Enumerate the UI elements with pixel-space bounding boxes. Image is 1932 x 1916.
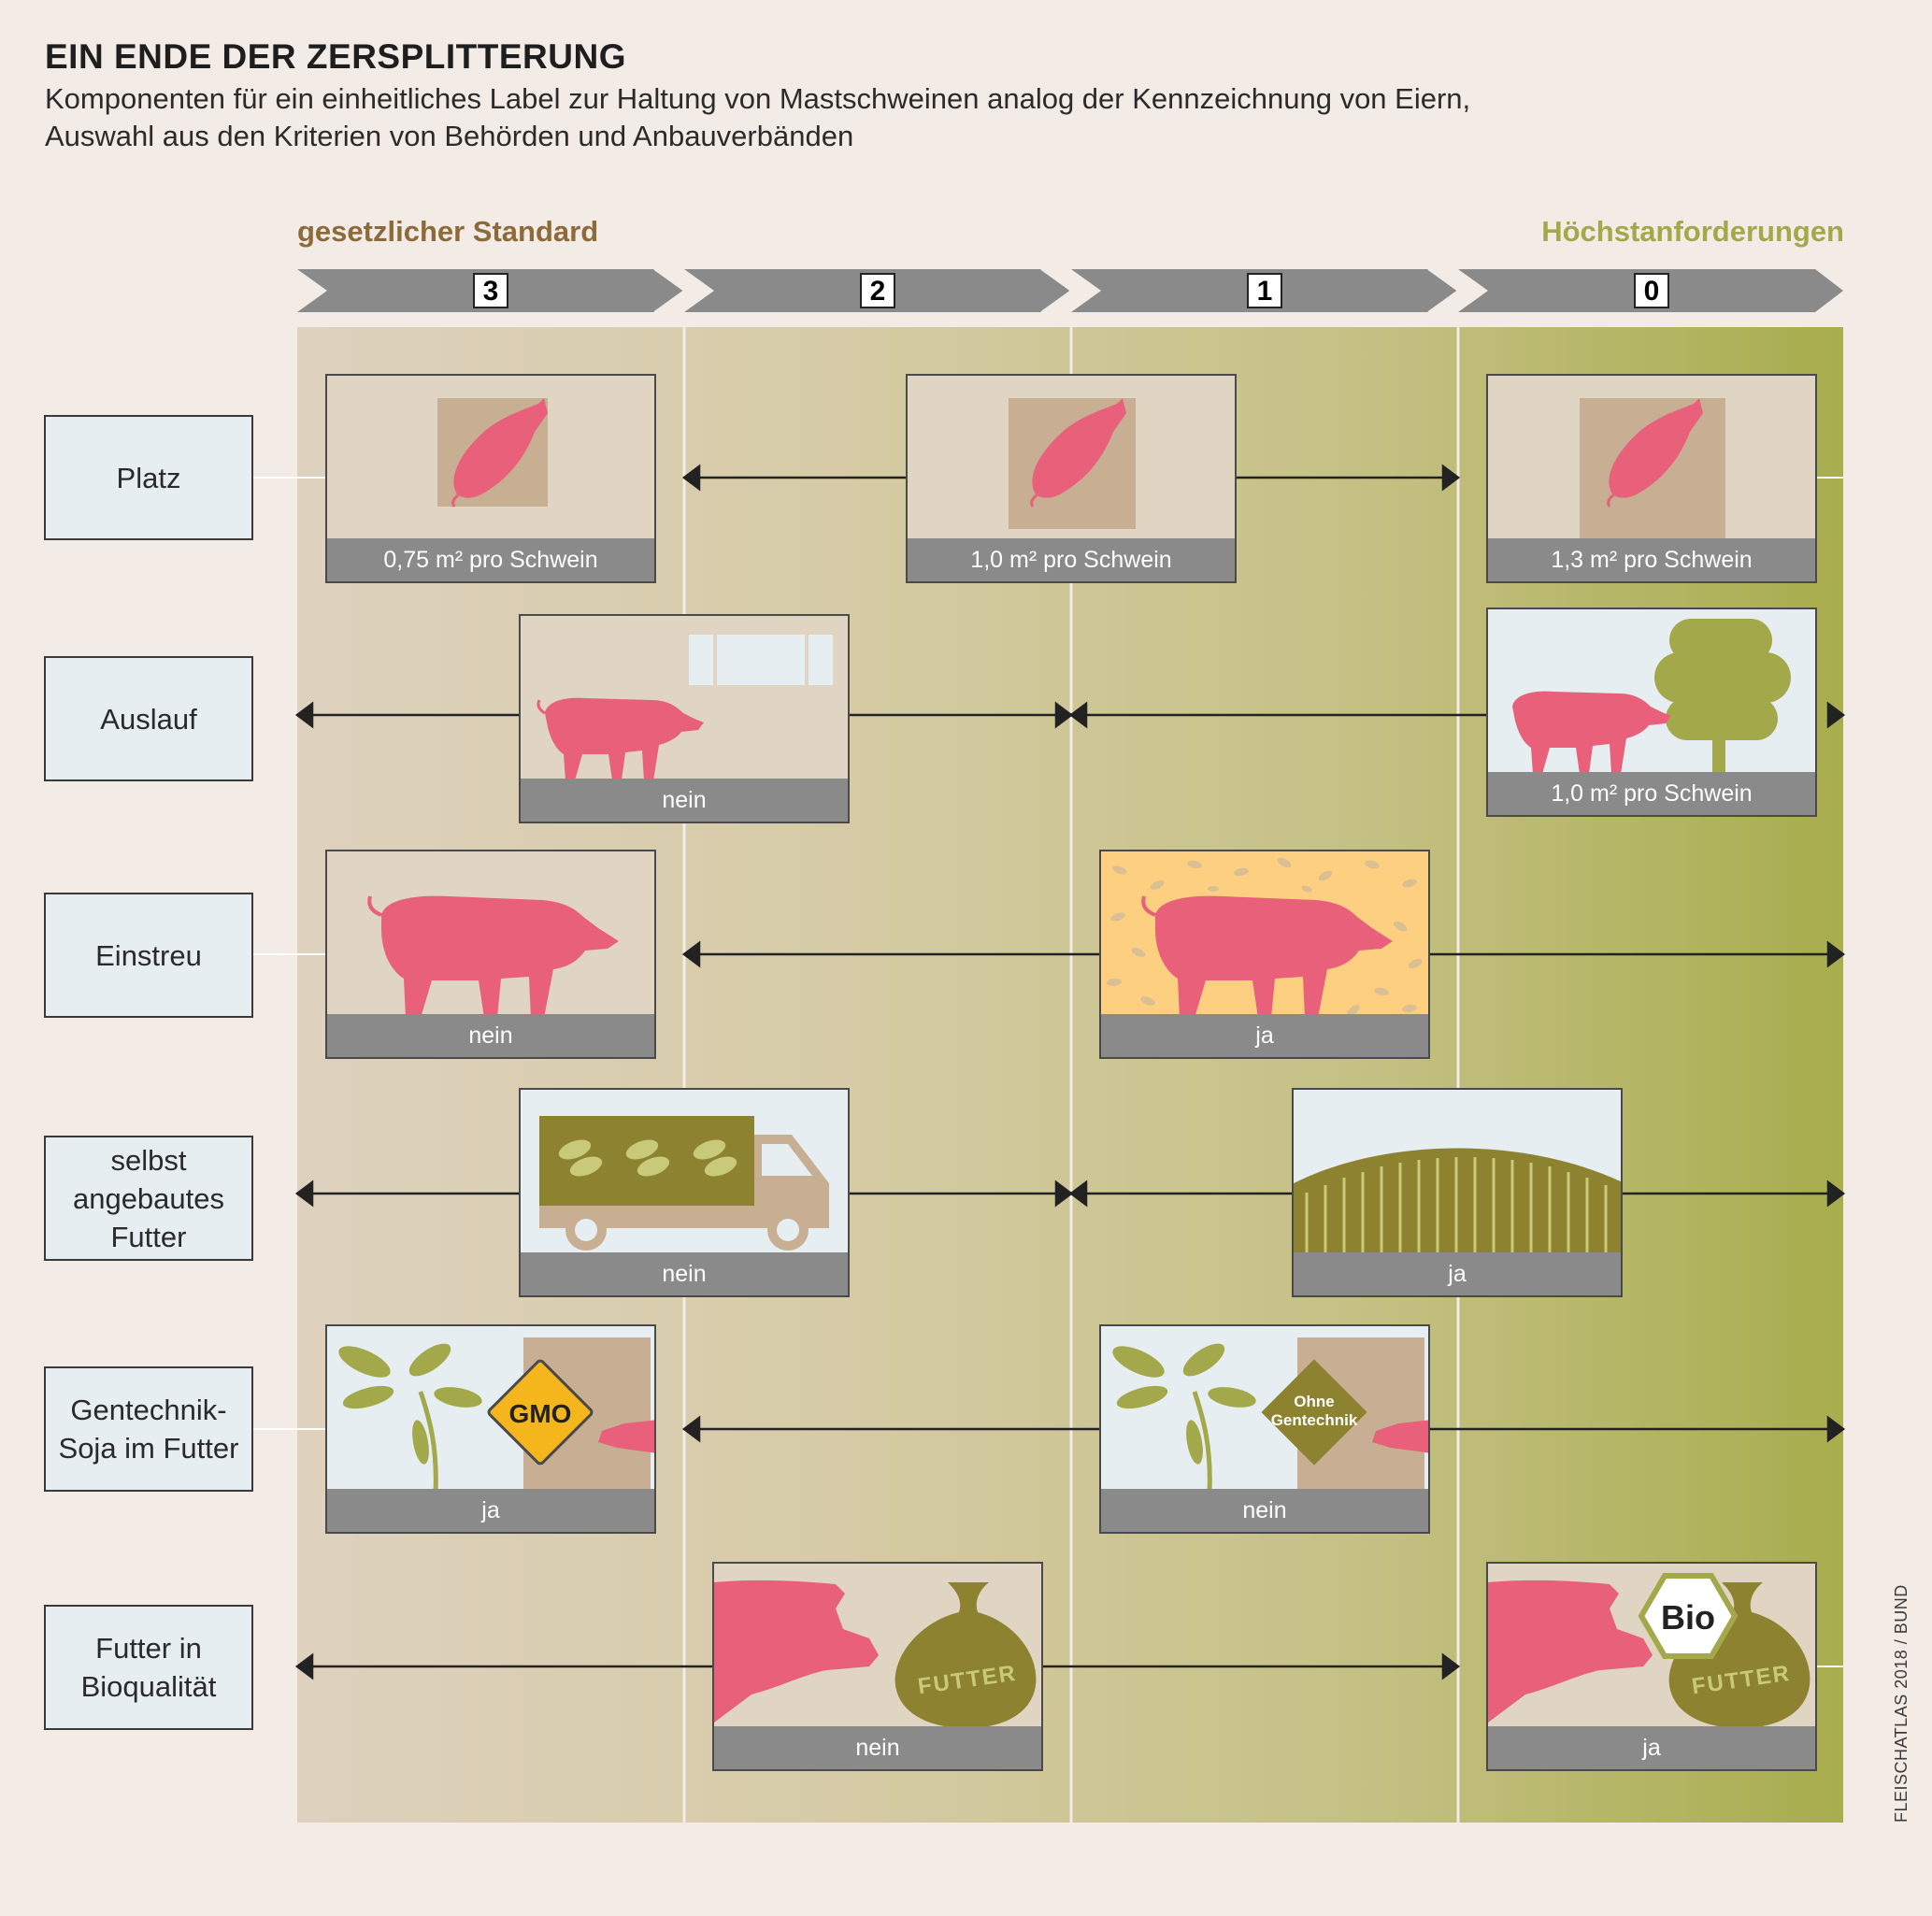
subtitle-line-2: Auswahl aus den Kriterien von Behörden u… bbox=[45, 120, 854, 152]
card-caption: nein bbox=[521, 1252, 848, 1295]
card-futter-selbst-nein: nein bbox=[519, 1088, 850, 1297]
source-credit: FLEISCHATLAS 2018 / BUND bbox=[1892, 1584, 1911, 1823]
scale-right-label: Höchstanforderungen bbox=[1541, 215, 1844, 248]
card-caption: 1,0 m² pro Schwein bbox=[908, 538, 1235, 581]
card-platz-10: 1,0 m² pro Schwein bbox=[906, 374, 1237, 583]
card-caption: 0,75 m² pro Schwein bbox=[327, 538, 654, 581]
pig-side-icon bbox=[367, 895, 619, 1018]
gmo-sign-label: GMO bbox=[509, 1399, 572, 1428]
pig-on-straw-icon bbox=[1107, 857, 1423, 1018]
card-gentechnik-nein: Ohne Gentechnik nein bbox=[1099, 1324, 1430, 1534]
pig-top-view-icon bbox=[1009, 398, 1136, 529]
truck-icon bbox=[539, 1116, 829, 1251]
card-bio-nein: FUTTER nein bbox=[712, 1562, 1043, 1771]
card-auslauf-nein: nein bbox=[519, 614, 850, 823]
ohne-label-line2: Gentechnik bbox=[1271, 1411, 1358, 1429]
bio-seal-label: Bio bbox=[1661, 1598, 1715, 1637]
card-caption: nein bbox=[1101, 1489, 1428, 1532]
level-0-badge: 0 bbox=[1634, 273, 1669, 308]
card-caption: ja bbox=[327, 1489, 654, 1532]
card-futter-selbst-ja: ja bbox=[1292, 1088, 1623, 1297]
pig-top-view-icon bbox=[437, 398, 548, 508]
row-label-einstreu: Einstreu bbox=[44, 893, 253, 1018]
subtitle-line-1: Komponenten für ein einheitliches Label … bbox=[45, 82, 1471, 115]
level-3-badge: 3 bbox=[473, 273, 508, 308]
card-platz-13: 1,3 m² pro Schwein bbox=[1486, 374, 1817, 583]
row-label-platz: Platz bbox=[44, 415, 253, 540]
pig-head-bio-sack-icon: FUTTER Bio bbox=[1488, 1573, 1810, 1728]
page-subtitle: Komponenten für ein einheitliches Label … bbox=[45, 80, 1634, 155]
card-auslauf-ja: 1,0 m² pro Schwein bbox=[1486, 608, 1817, 817]
card-caption: ja bbox=[1488, 1726, 1815, 1769]
card-caption: nein bbox=[521, 779, 848, 822]
pig-outdoor-tree-icon bbox=[1512, 619, 1791, 776]
row-label-gentechnik: Gentechnik-Soja im Futter bbox=[44, 1366, 253, 1492]
pig-indoor-icon bbox=[537, 635, 833, 780]
field-icon bbox=[1294, 1148, 1621, 1256]
card-bio-ja: FUTTER Bio ja bbox=[1486, 1562, 1817, 1771]
level-1-badge: 1 bbox=[1247, 273, 1282, 308]
card-caption: ja bbox=[1101, 1014, 1428, 1057]
card-platz-075: 0,75 m² pro Schwein bbox=[325, 374, 656, 583]
card-caption: ja bbox=[1294, 1252, 1621, 1295]
page-title: EIN ENDE DER ZERSPLITTERUNG bbox=[45, 37, 626, 76]
card-gentechnik-ja: GMO ja bbox=[325, 1324, 656, 1534]
card-caption: 1,0 m² pro Schwein bbox=[1488, 772, 1815, 815]
scale-left-label: gesetzlicher Standard bbox=[297, 215, 599, 248]
pig-head-futter-sack-icon: FUTTER bbox=[714, 1580, 1037, 1728]
card-einstreu-ja: ja bbox=[1099, 850, 1430, 1059]
row-label-auslauf: Auslauf bbox=[44, 656, 253, 781]
card-caption: nein bbox=[327, 1014, 654, 1057]
level-2-badge: 2 bbox=[860, 273, 895, 308]
card-einstreu-nein: nein bbox=[325, 850, 656, 1059]
ohne-label-line1: Ohne bbox=[1294, 1393, 1334, 1410]
soy-gmo-sack-icon: GMO bbox=[338, 1337, 654, 1493]
pig-top-view-icon bbox=[1580, 398, 1725, 542]
card-caption: nein bbox=[714, 1726, 1041, 1769]
soy-ohne-gentechnik-sack-icon: Ohne Gentechnik bbox=[1112, 1337, 1428, 1493]
card-caption: 1,3 m² pro Schwein bbox=[1488, 538, 1815, 581]
